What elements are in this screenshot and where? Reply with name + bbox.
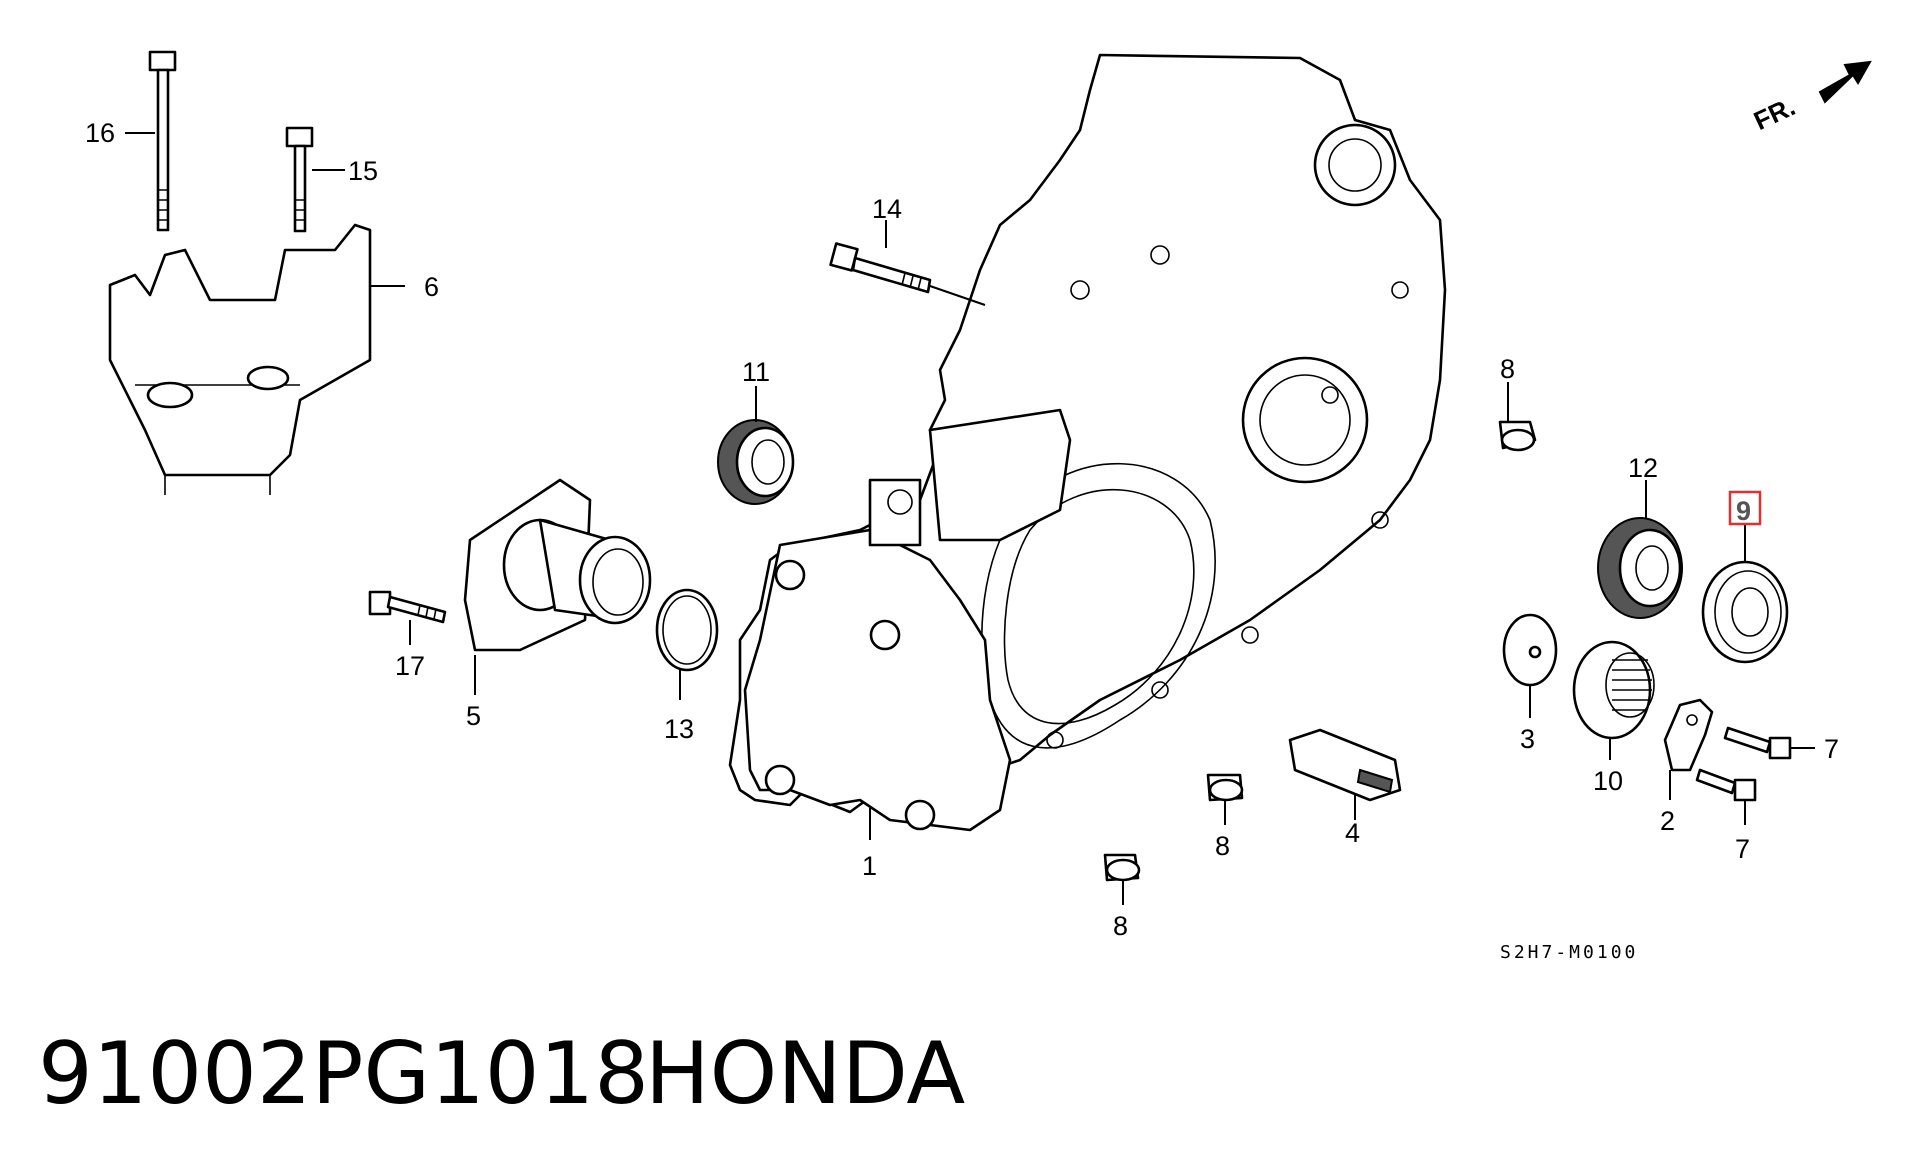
callout-10: 10 bbox=[1593, 766, 1623, 796]
callout-7-bottom: 7 bbox=[1735, 834, 1750, 864]
callout-7-right: 7 bbox=[1824, 734, 1839, 764]
transmission-housing bbox=[728, 53, 1447, 832]
callout-13: 13 bbox=[664, 714, 694, 744]
callout-8-top: 8 bbox=[1500, 354, 1515, 384]
bearing-9 bbox=[1701, 560, 1789, 664]
callout-16: 16 bbox=[85, 118, 115, 148]
callout-5: 5 bbox=[466, 701, 481, 731]
callout-labels: 16 15 6 14 11 8 12 9 17 5 13 3 10 7 2 7 … bbox=[85, 118, 1839, 941]
callout-9: 9 bbox=[1736, 496, 1751, 526]
bearing-10 bbox=[1572, 640, 1655, 740]
callout-4: 4 bbox=[1345, 818, 1360, 848]
callout-11: 11 bbox=[742, 357, 770, 387]
cover-assembly-5 bbox=[368, 478, 719, 672]
front-direction-indicator: FR. bbox=[1749, 60, 1872, 136]
leader-lines bbox=[125, 132, 1815, 905]
callout-1: 1 bbox=[862, 851, 877, 881]
front-label: FR. bbox=[1749, 91, 1800, 136]
highlight-box-9 bbox=[1728, 490, 1762, 526]
bracket-assembly bbox=[108, 50, 372, 495]
callout-3: 3 bbox=[1520, 724, 1535, 754]
bracket-4 bbox=[1288, 728, 1402, 802]
front-arrow-icon bbox=[1818, 60, 1872, 104]
dowel-pins bbox=[1103, 420, 1537, 882]
bearing-12 bbox=[1597, 517, 1683, 619]
brand-name: HONDA bbox=[645, 1024, 965, 1124]
bolts-7 bbox=[1695, 726, 1792, 802]
part-number: 91002PG1018 bbox=[38, 1024, 649, 1124]
callout-6: 6 bbox=[424, 272, 439, 302]
bolt-14 bbox=[829, 242, 986, 306]
plate-2 bbox=[1663, 698, 1714, 772]
oil-seal-11 bbox=[717, 419, 795, 505]
diagram-code: S2H7-M0100 bbox=[1500, 942, 1638, 963]
callout-17: 17 bbox=[395, 651, 425, 681]
callout-8-middle: 8 bbox=[1215, 831, 1230, 861]
callout-8-bottom: 8 bbox=[1113, 911, 1128, 941]
callout-2: 2 bbox=[1660, 806, 1675, 836]
callout-14: 14 bbox=[872, 194, 902, 224]
callout-12: 12 bbox=[1628, 453, 1658, 483]
washer-3 bbox=[1502, 613, 1558, 687]
callout-15: 15 bbox=[348, 156, 378, 186]
